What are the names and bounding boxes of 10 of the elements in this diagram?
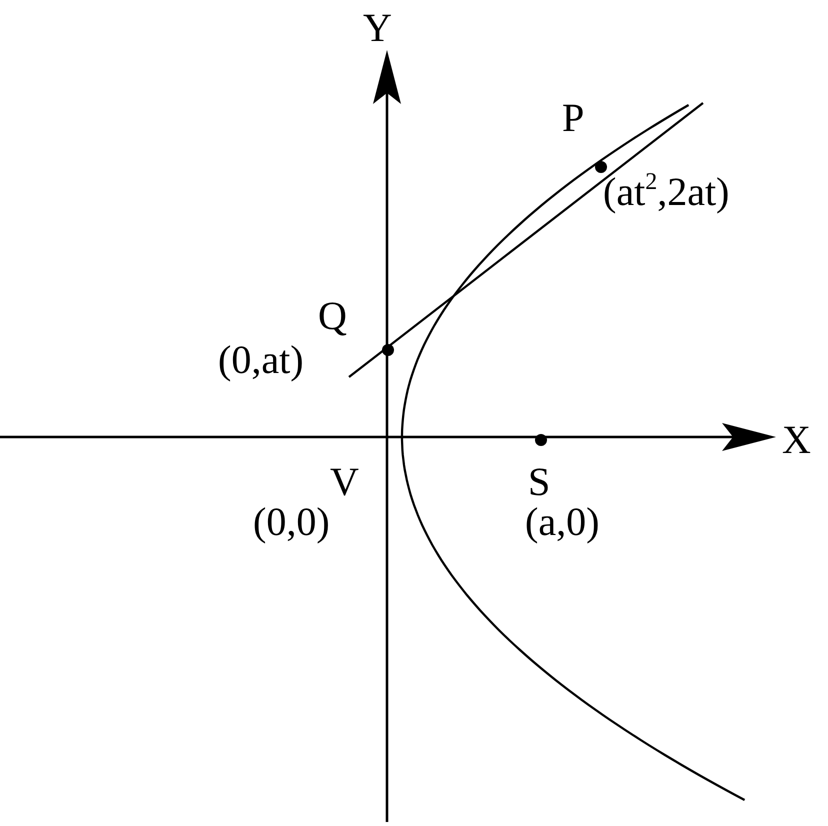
point-label: Q	[318, 296, 347, 336]
coordinate-label: (at$^{2}$,2at)	[603, 172, 730, 212]
axis-label: Y	[363, 8, 392, 48]
axis-label: X	[782, 420, 811, 460]
coordinate-label: (0,0)	[253, 502, 330, 542]
point-label: P	[562, 98, 584, 138]
coordinate-label: (0,at)	[218, 340, 304, 380]
coordinate-label: (a,0)	[525, 502, 600, 542]
point-label: V	[330, 462, 359, 502]
point-label: S	[528, 462, 550, 502]
